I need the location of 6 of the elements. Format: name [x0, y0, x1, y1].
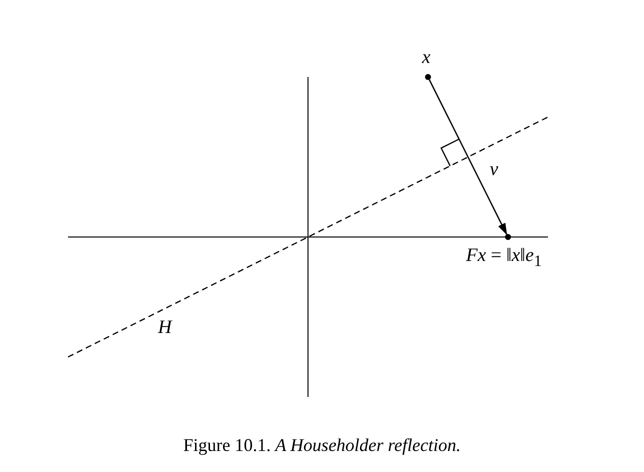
point-label: Fx = ‖x‖e$_{1}$: [466, 246, 542, 270]
arrow: [428, 79, 508, 236]
edge-label: v: [490, 160, 498, 180]
figure-caption: Figure 10.1. A Householder reflection.: [182, 436, 462, 454]
point-label: x: [422, 48, 430, 67]
hyperplane-label: H: [158, 318, 172, 337]
